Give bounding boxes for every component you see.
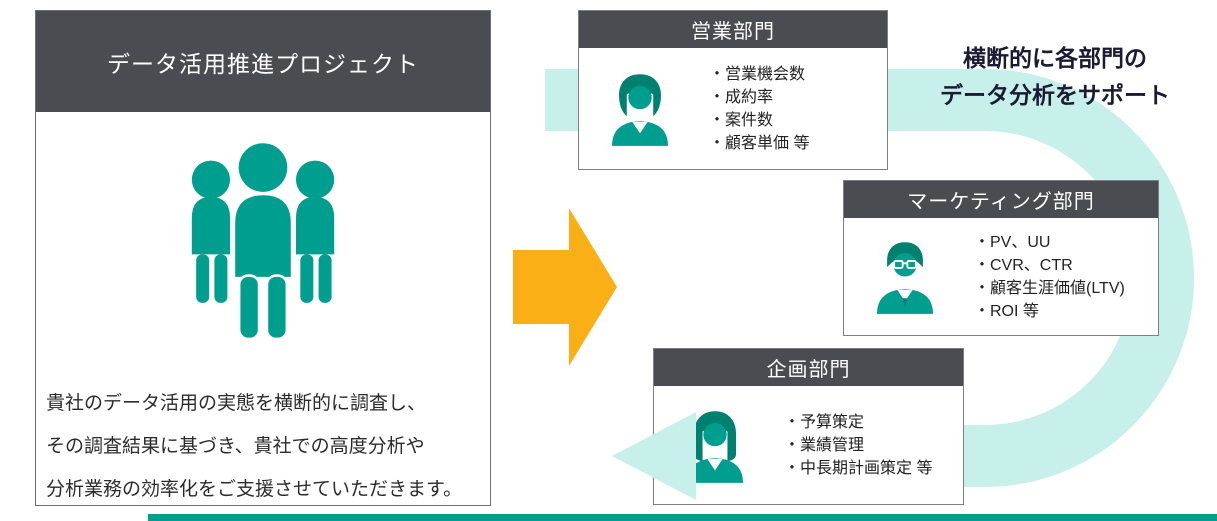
metric-list-marketing: ・PV、UU ・CVR、CTR ・顧客生涯価値(LTV) ・ROI 等 [974,231,1125,323]
dept-box-planning: 企画部門 ・予算策定 ・業績管理 ・中長期計画策定 等 [653,348,964,505]
project-panel: データ活用推進プロジェクト [35,10,491,506]
dept-title-marketing: マーケティング部門 [907,191,1095,213]
right-arrow-icon [513,208,617,366]
people-group-icon [191,140,335,341]
bottom-accent-bar [148,514,1217,521]
dept-body-marketing: ・PV、UU ・CVR、CTR ・顧客生涯価値(LTV) ・ROI 等 [844,218,1158,335]
headline: 横断的に各部門の データ分析をサポート [905,40,1205,114]
metric-item: ・業績管理 [784,436,865,454]
dept-header-marketing: マーケティング部門 [844,181,1158,218]
metric-item: ・顧客単価 等 [709,134,810,152]
dept-header-planning: 企画部門 [654,349,963,386]
metric-item: ・PV、UU [974,233,1051,251]
metric-item: ・案件数 [709,111,774,129]
businesswoman-long-hair-icon [680,408,750,483]
dept-box-sales: 営業部門 ・営業機会数 ・成約率 ・案件数 ・顧客単価 等 [578,10,888,170]
metric-item: ・顧客生涯価値(LTV) [974,279,1125,297]
dept-body-sales: ・営業機会数 ・成約率 ・案件数 ・顧客単価 等 [579,48,887,169]
project-title: データ活用推進プロジェクト [107,50,419,77]
metric-item: ・CVR、CTR [974,256,1073,274]
businesswoman-short-hair-icon [605,71,675,146]
headline-line2: データ分析をサポート [940,82,1170,108]
metric-item: ・予算策定 [784,413,865,431]
project-description-line: 貴社のデータ活用の実態を横断的に調査し、 [46,393,427,414]
project-description-line: 分析業務の効率化をご支援させていただきます。 [46,479,463,500]
metric-list-planning: ・予算策定 ・業績管理 ・中長期計画策定 等 [784,411,932,480]
metric-item: ・中長期計画策定 等 [784,459,933,477]
dept-title-planning: 企画部門 [766,359,851,381]
headline-line1: 横断的に各部門の [963,45,1147,71]
dept-body-planning: ・予算策定 ・業績管理 ・中長期計画策定 等 [654,386,963,504]
metric-list-sales: ・営業機会数 ・成約率 ・案件数 ・顧客単価 等 [709,63,809,155]
dept-title-sales: 営業部門 [691,21,775,43]
businessman-glasses-icon [870,239,940,314]
dept-box-marketing: マーケティング部門 ・PV、UU ・C [843,180,1159,336]
project-description-line: その調査結果に基づき、貴社での高度分析や [46,436,425,457]
dept-header-sales: 営業部門 [579,11,887,48]
metric-item: ・成約率 [709,88,774,106]
metric-item: ・ROI 等 [974,302,1039,320]
project-description: 貴社のデータ活用の実態を横断的に調査し、 その調査結果に基づき、貴社での高度分析… [46,382,486,511]
metric-item: ・営業機会数 [709,65,806,83]
project-panel-header: データ活用推進プロジェクト [36,11,490,112]
project-panel-body: 貴社のデータ活用の実態を横断的に調査し、 その調査結果に基づき、貴社での高度分析… [36,138,490,521]
